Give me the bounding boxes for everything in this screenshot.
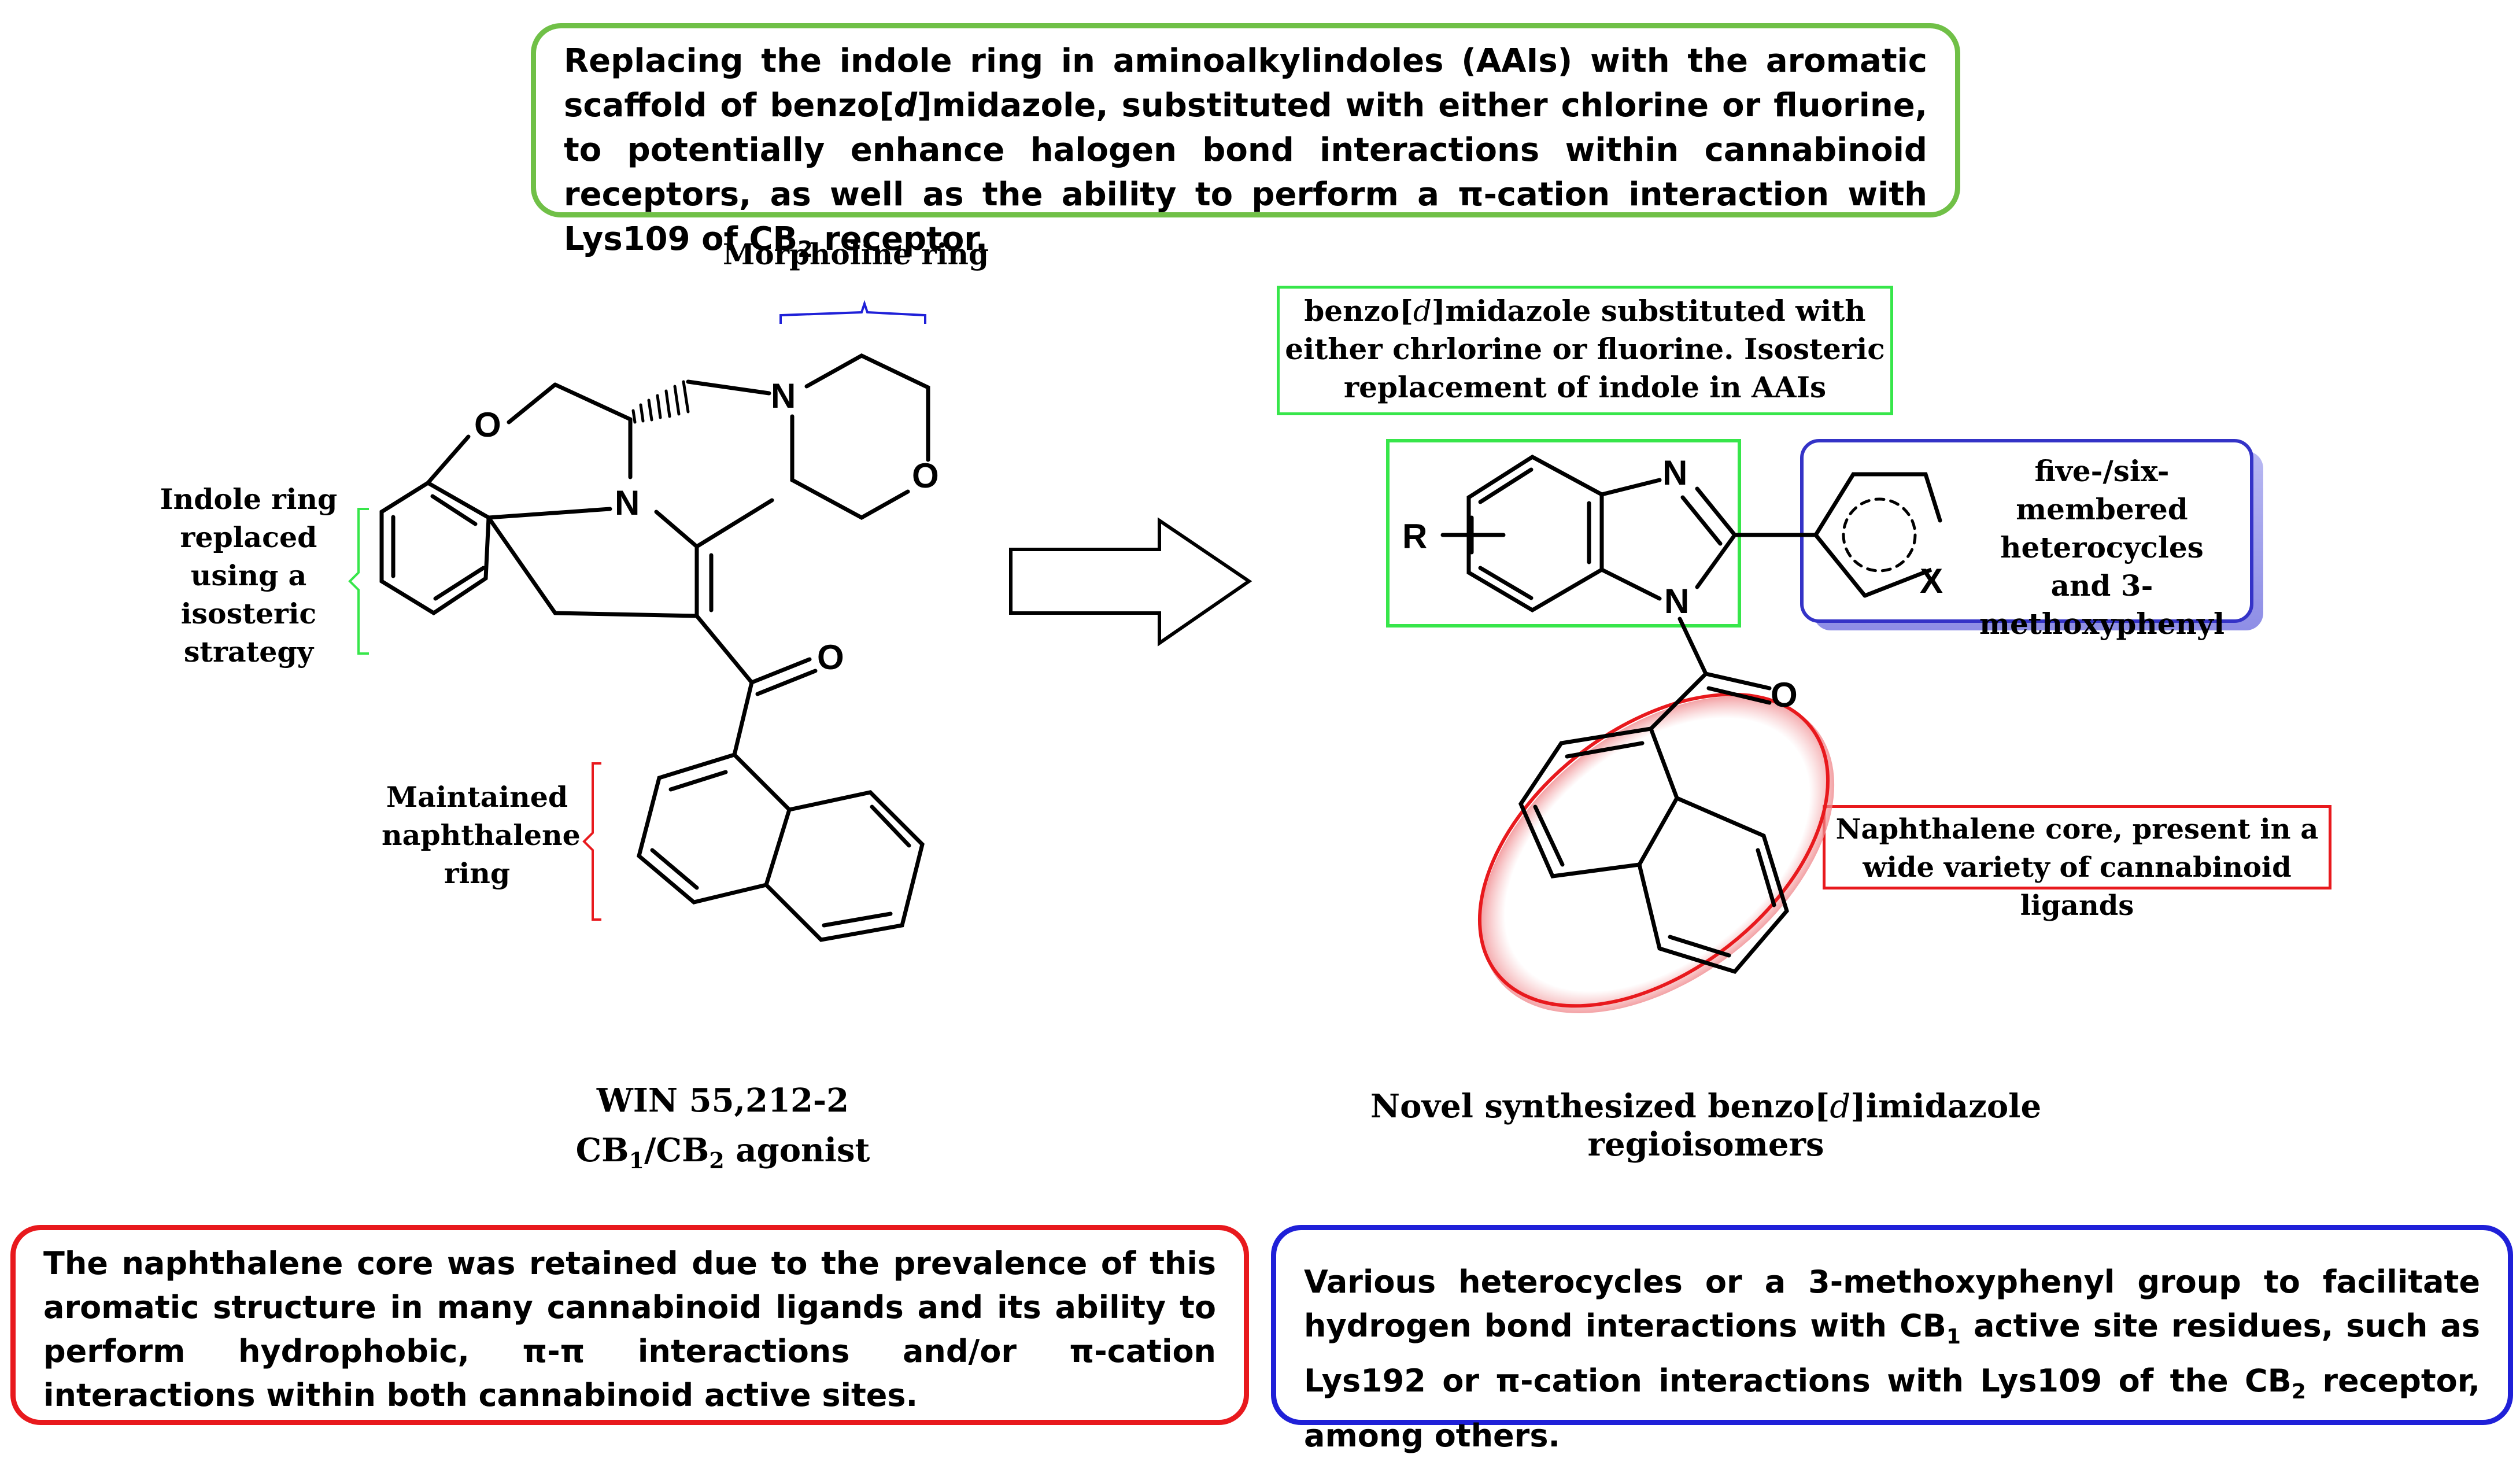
win-structure <box>379 353 930 942</box>
win-carbonyl-oxygen: O <box>817 638 844 677</box>
top-box-text-3: receptor. <box>812 220 988 258</box>
top-summary-box: Replacing the indole ring in aminoalkyli… <box>531 23 1960 262</box>
naphthalene-note: Naphthalene core, present in a wide vari… <box>1823 805 2331 922</box>
win-benzene-ring <box>379 480 491 616</box>
morpholine-ring <box>790 353 930 520</box>
indole-bracket <box>348 508 369 655</box>
r-group-label: R <box>1402 517 1427 556</box>
right-caption: Novel synthesized benzo[d]imidazole regi… <box>1370 1087 2042 1164</box>
right-arrow-icon <box>1009 517 1252 647</box>
top-box-text-2: ]midazole, substituted with either chlor… <box>564 87 1927 258</box>
bottom-left-box: The naphthalene core was retained due to… <box>10 1225 1249 1425</box>
heteroatom-x: X <box>1920 562 1943 600</box>
bottom-right-box: Various heterocycles or a 3-methoxypheny… <box>1271 1225 2513 1454</box>
indole-label: Indole ring replaced using a isosteric s… <box>160 482 338 669</box>
imidazole-n-bottom: N <box>1664 582 1689 621</box>
hashed-bond <box>631 380 690 424</box>
left-caption: WIN 55,212-2 CB1/CB2 agonist <box>520 1076 925 1186</box>
imidazole-n-top: N <box>1662 453 1687 492</box>
win-ring-nitrogen: N <box>615 483 640 522</box>
heterocycle-note: five-/six-membered heterocycles and 3-me… <box>1979 454 2225 641</box>
win-ring-oxygen: O <box>474 405 501 444</box>
win-morpholine-nitrogen: N <box>771 377 796 415</box>
top-box-italic-d: d <box>893 87 918 124</box>
naphthalene-label-left: Maintained naphthalene ring <box>382 780 581 890</box>
benzimidazole-note: benzo[d]midazole substituted with either… <box>1277 286 1893 415</box>
win-morpholine-oxygen: O <box>912 456 939 495</box>
benzimidazole-structure <box>1440 454 1942 975</box>
top-box-text-1: Replacing the indole ring in aminoalkyli… <box>564 42 1927 124</box>
compound-name: WIN 55,212-2 <box>596 1081 849 1120</box>
right-carbonyl-oxygen: O <box>1771 676 1798 714</box>
naphthalene-bracket-left <box>582 762 601 921</box>
compound-activity: CB1/CB2 agonist <box>575 1131 870 1174</box>
morpholine-bracket <box>779 300 926 324</box>
top-box-sub: 2 <box>797 237 813 263</box>
morpholine-label: Morpholine ring <box>723 237 989 271</box>
